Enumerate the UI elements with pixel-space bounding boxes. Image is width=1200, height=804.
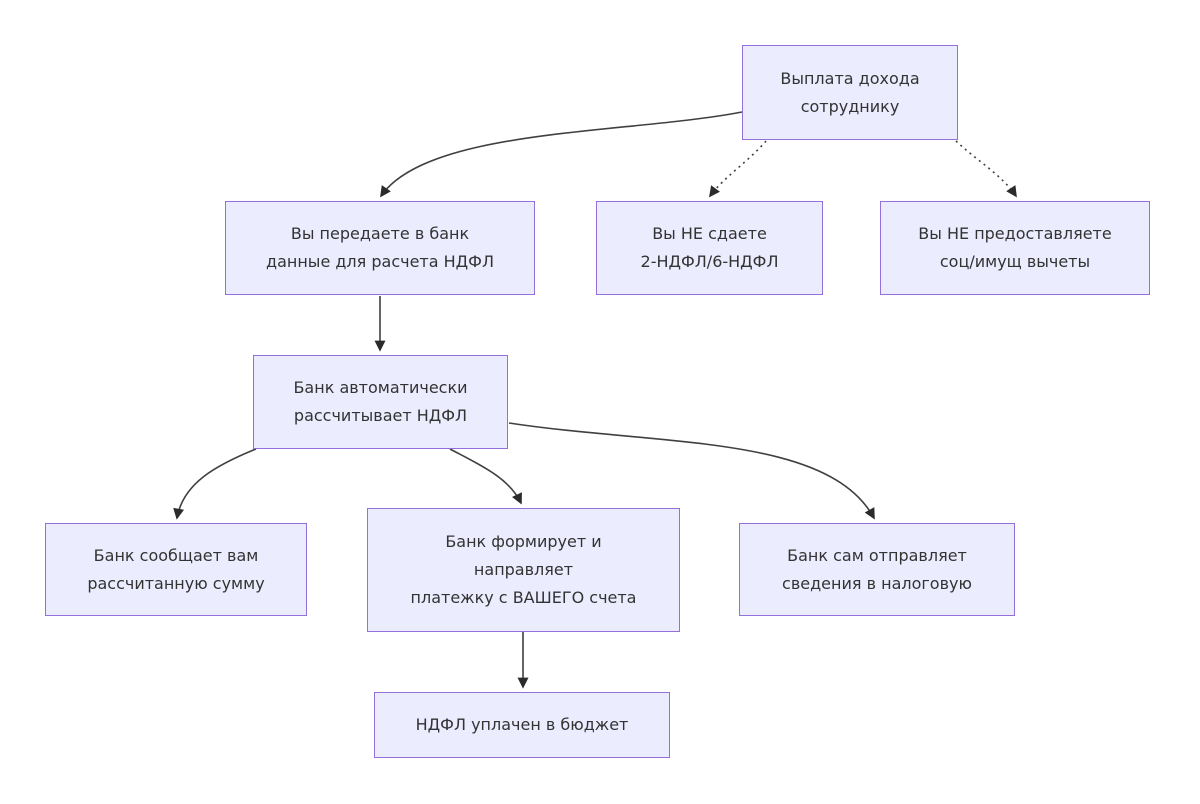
node-transfer-to-bank: Вы передаете в банк данные для расчета Н… (225, 201, 535, 295)
edge-payout-to-transfer (380, 111, 743, 198)
node-text-line: сведения в налоговую (782, 573, 972, 593)
node-no-deductions: Вы НЕ предоставляете соц/имущ вычеты (880, 201, 1150, 295)
node-bank-sends-info: Банк сам отправляет сведения в налоговую (739, 523, 1015, 616)
node-text-line: 2-НДФЛ/6-НДФЛ (640, 252, 779, 271)
edge-payout-to-no-reports (709, 140, 767, 198)
node-text-line: Банк формирует и (445, 532, 602, 551)
node-bank-calculates: Банк автоматически рассчитывает НДФЛ (253, 355, 508, 449)
node-text-line: Вы передаете в банк (290, 224, 470, 243)
node-text-line: сотруднику (800, 96, 900, 116)
edge-bank-calc-to-sends (508, 422, 875, 520)
node-text-line: платежку с ВАШЕГО счета (410, 588, 637, 607)
edge-bank-calc-to-informs (173, 448, 257, 520)
node-text-line: НДФЛ уплачен в бюджет (415, 715, 629, 734)
node-text-line: Вы НЕ предоставляете (918, 224, 1112, 243)
edge-payout-to-no-deductions (955, 140, 1017, 198)
node-text-line: Выплата дохода (780, 68, 920, 88)
edge-bank-calc-to-forms (449, 448, 522, 505)
node-tax-paid: НДФЛ уплачен в бюджет (374, 692, 670, 758)
node-bank-informs: Банк сообщает вам рассчитанную сумму (45, 523, 307, 616)
node-text-line: Банк сам отправляет (787, 545, 967, 565)
node-text-line: Банк автоматически (293, 378, 468, 397)
node-no-reports: Вы НЕ сдаете 2-НДФЛ/6-НДФЛ (596, 201, 823, 295)
node-bank-forms-payment: Банк формирует и направляет платежку с В… (367, 508, 680, 632)
node-text-line: данные для расчета НДФЛ (266, 252, 494, 271)
node-text-line: Вы НЕ сдаете (652, 224, 767, 243)
node-text-line: Банк сообщает вам (93, 545, 259, 565)
node-payout: Выплата дохода сотруднику (742, 45, 958, 140)
node-text-line: рассчитывает НДФЛ (293, 406, 468, 425)
node-text-line: направляет (473, 560, 574, 579)
node-text-line: рассчитанную сумму (87, 573, 265, 593)
node-text-line: соц/имущ вычеты (939, 252, 1091, 271)
